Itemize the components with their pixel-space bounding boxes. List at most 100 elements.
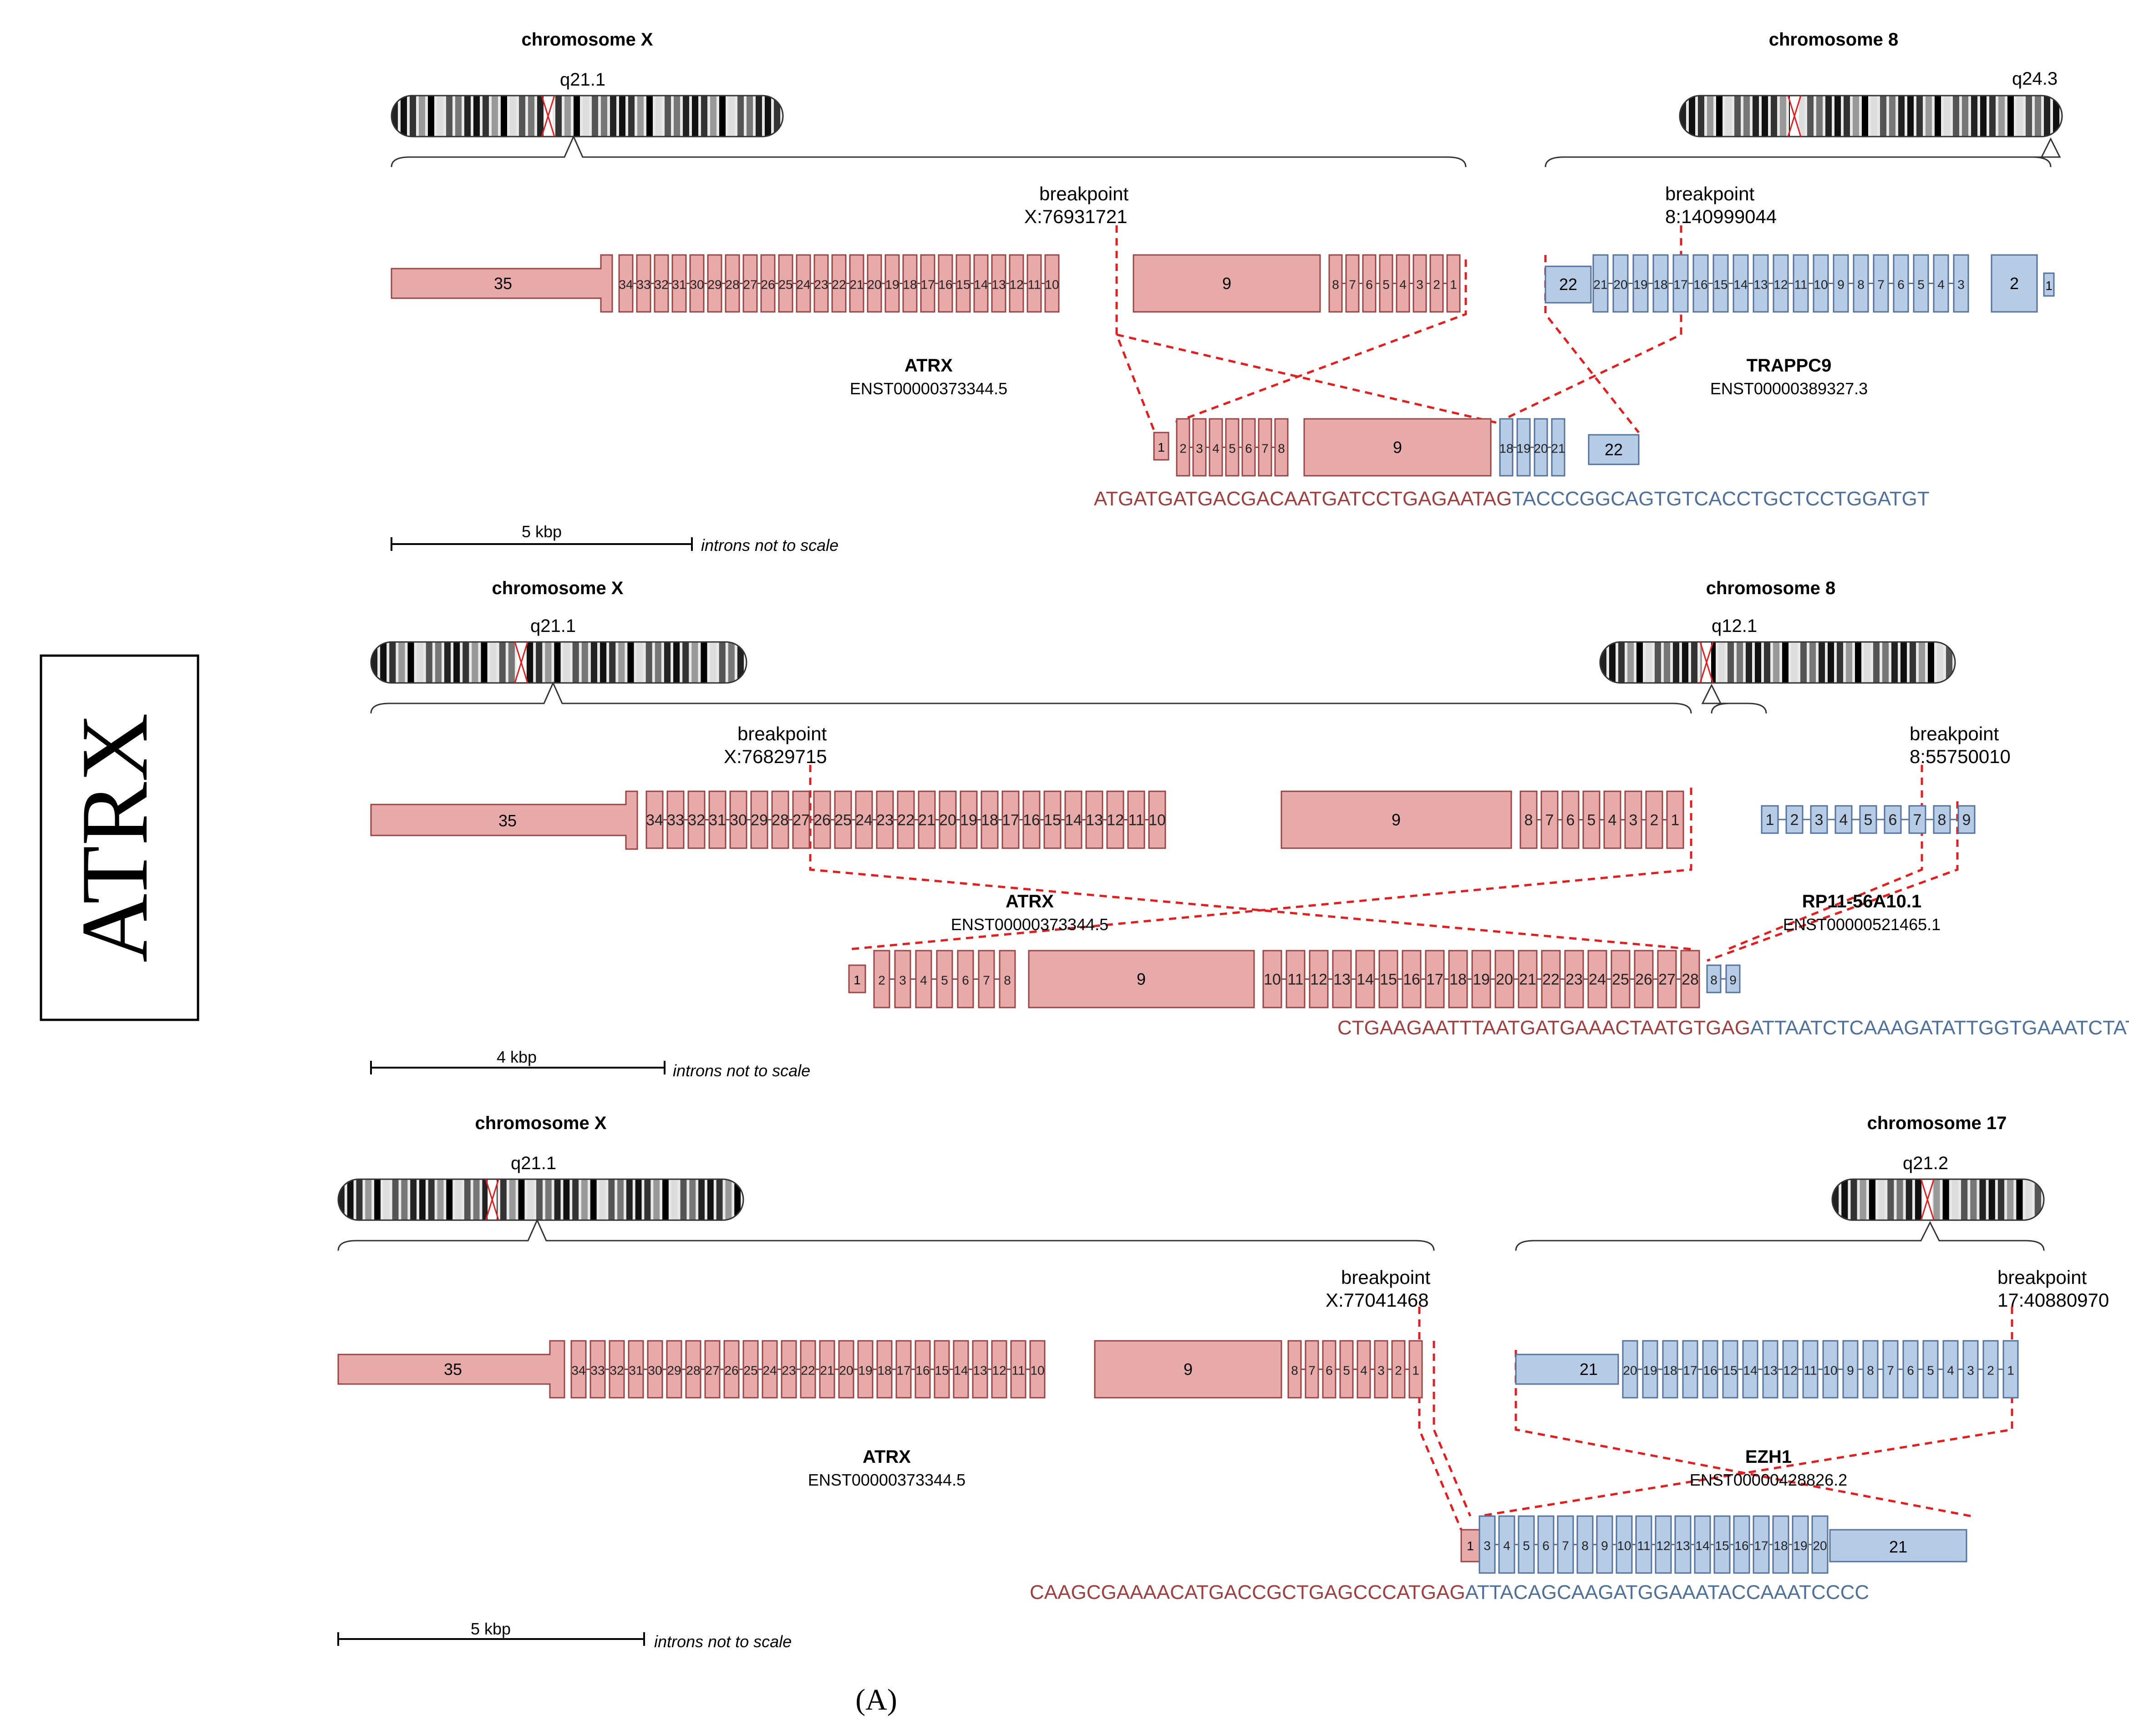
exon-number: 4	[1399, 278, 1407, 292]
ideogram-band	[398, 642, 405, 683]
ideogram-band	[618, 642, 625, 683]
ideogram-band	[1905, 1179, 1912, 1220]
exon-box	[1564, 950, 1584, 1008]
exon-box	[1001, 790, 1020, 849]
ideogram-band	[446, 96, 452, 137]
ideogram-band	[1837, 642, 1843, 683]
ideogram-band	[1970, 1179, 1977, 1220]
exon-box	[855, 790, 873, 849]
exon-number: 9	[1837, 278, 1844, 292]
ideogram-band	[617, 1179, 624, 1220]
exon-box	[1448, 950, 1468, 1008]
exon-number: 31	[709, 812, 726, 829]
exon-number: 9	[1137, 970, 1146, 988]
ideogram-band	[374, 1179, 381, 1220]
right-band-label: q12.1	[1712, 616, 1757, 636]
ideogram-band	[464, 1179, 471, 1220]
ideogram-band	[637, 96, 644, 137]
scale-bar-label: 5 kbp	[471, 1619, 511, 1638]
ideogram-band	[1780, 96, 1786, 137]
ideogram-band	[473, 1179, 480, 1220]
side-label-box	[40, 654, 199, 1021]
left-breakpoint-coordinate: X:76829715	[724, 746, 827, 767]
exon-box	[978, 950, 995, 1008]
ideogram-band	[626, 1179, 633, 1220]
exon-box	[884, 254, 900, 313]
exon-box	[936, 950, 953, 1008]
exon-number: 21	[1519, 971, 1536, 988]
exon-box	[1545, 265, 1592, 304]
exon-box	[1753, 1515, 1770, 1574]
exon-number: 9	[1601, 1539, 1608, 1553]
exon-box	[1785, 805, 1804, 834]
exon-number: 5	[1382, 278, 1390, 292]
exon-box	[1029, 1340, 1046, 1399]
chromosome-ideogram-icon	[1832, 1179, 2044, 1220]
exon-number: 18	[981, 812, 998, 829]
ideogram-band	[673, 642, 680, 683]
ideogram-band	[527, 642, 534, 683]
exon-number: 4	[1503, 1539, 1510, 1553]
exon-box	[1829, 1529, 1967, 1563]
exon-box	[1153, 432, 1169, 461]
exon-box	[708, 790, 727, 849]
ideogram-band	[2016, 1179, 2023, 1220]
exon-number: 18	[903, 278, 917, 292]
exon-number: 13	[973, 1364, 987, 1378]
exon-box	[1692, 254, 1709, 313]
ideogram-band	[707, 1179, 714, 1220]
ideogram-band	[2034, 1179, 2041, 1220]
exon-box	[1402, 950, 1422, 1008]
exon-box	[938, 254, 953, 313]
ideogram-band	[1878, 1179, 1885, 1220]
exon-box	[1446, 254, 1461, 313]
ideogram-centromere	[1699, 641, 1714, 683]
ideogram-band	[747, 96, 753, 137]
exon-box	[1902, 1340, 1919, 1399]
ideogram-band	[481, 642, 488, 683]
exon-number: 35	[494, 274, 512, 293]
exon-box	[902, 254, 918, 313]
ideogram-band	[601, 96, 607, 137]
exon-box	[1833, 254, 1849, 313]
exon-number: 24	[1589, 971, 1606, 988]
left-breakpoint-coordinate: X:77041468	[1326, 1289, 1429, 1311]
exon-box	[897, 790, 915, 849]
exon-box	[1642, 1340, 1658, 1399]
exon-box	[873, 950, 890, 1008]
ideogram-band	[1707, 96, 1713, 137]
ideogram-band	[716, 1179, 723, 1220]
exon-box	[1148, 790, 1166, 849]
exon-number: 12	[1310, 971, 1327, 988]
breakpoint-links	[370, 765, 1959, 1074]
exon-number: 5	[941, 973, 948, 988]
ideogram-band	[1915, 1179, 1922, 1220]
ideogram-band	[383, 1179, 390, 1220]
exon-box	[1192, 418, 1207, 477]
ideogram-outline	[391, 95, 784, 137]
junction-sequence-right: ATTACAGCAAGATGGAAATACCAAATCCCC	[1465, 1581, 1869, 1604]
ideogram-band	[1869, 1179, 1876, 1220]
exon-number: 9	[1222, 274, 1231, 293]
exon-box	[834, 790, 852, 849]
exon-box	[991, 1340, 1007, 1399]
exon-number: 9	[1184, 1360, 1193, 1379]
ideogram-band	[1980, 96, 1987, 137]
exon-number: 15	[1723, 1364, 1737, 1378]
exon-number: 3	[1815, 811, 1824, 829]
ideogram-band	[518, 1179, 525, 1220]
ideogram-band	[417, 642, 423, 683]
ideogram-band	[1871, 96, 1877, 137]
exon-number: 6	[1542, 1539, 1550, 1553]
ideogram-band	[499, 642, 506, 683]
ideogram-band	[2044, 96, 2050, 137]
exon-box	[1862, 1340, 1879, 1399]
exon-number: 7	[1913, 811, 1922, 829]
breakpoint-link-line	[1418, 1307, 1463, 1530]
exon-box	[1429, 254, 1444, 313]
exon-box	[570, 1340, 587, 1399]
ideogram-band	[428, 1179, 435, 1220]
exon-number: 35	[444, 1360, 462, 1379]
